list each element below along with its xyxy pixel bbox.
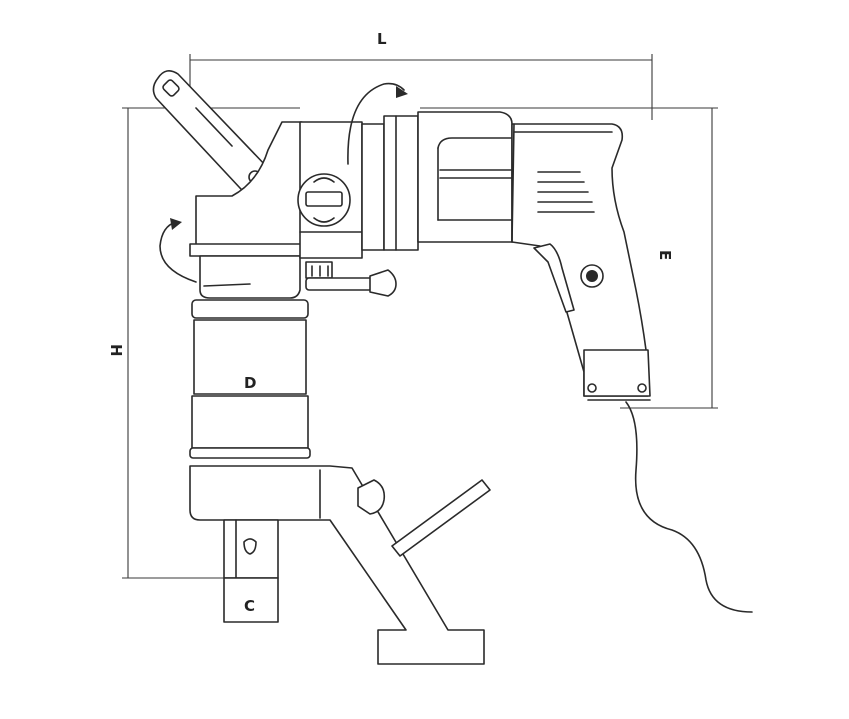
cylindrical-body [189, 299, 311, 459]
curved-arrow-icon [347, 82, 408, 165]
reaction-arm [152, 70, 272, 196]
dimension-label-length: L [377, 30, 387, 48]
motor-body [417, 111, 513, 243]
dimension-label-square-drive: C [244, 597, 255, 615]
motor-collar [361, 115, 419, 251]
dimension-label-diameter: D [244, 374, 256, 392]
gearbox-head [189, 121, 307, 299]
dimension-label-width: E [656, 250, 674, 260]
clamp-knob [357, 479, 386, 515]
reaction-base [189, 465, 491, 665]
trigger [533, 243, 575, 313]
clutch-housing [297, 121, 363, 259]
side-handle-knob [305, 261, 397, 297]
pistol-grip [511, 123, 651, 401]
vent-slots [537, 171, 595, 213]
support-rod [391, 479, 491, 557]
dimension-label-height: H [107, 344, 125, 357]
power-cable [625, 401, 753, 613]
curved-arrow-icon [159, 218, 197, 283]
square-drive [223, 519, 279, 623]
